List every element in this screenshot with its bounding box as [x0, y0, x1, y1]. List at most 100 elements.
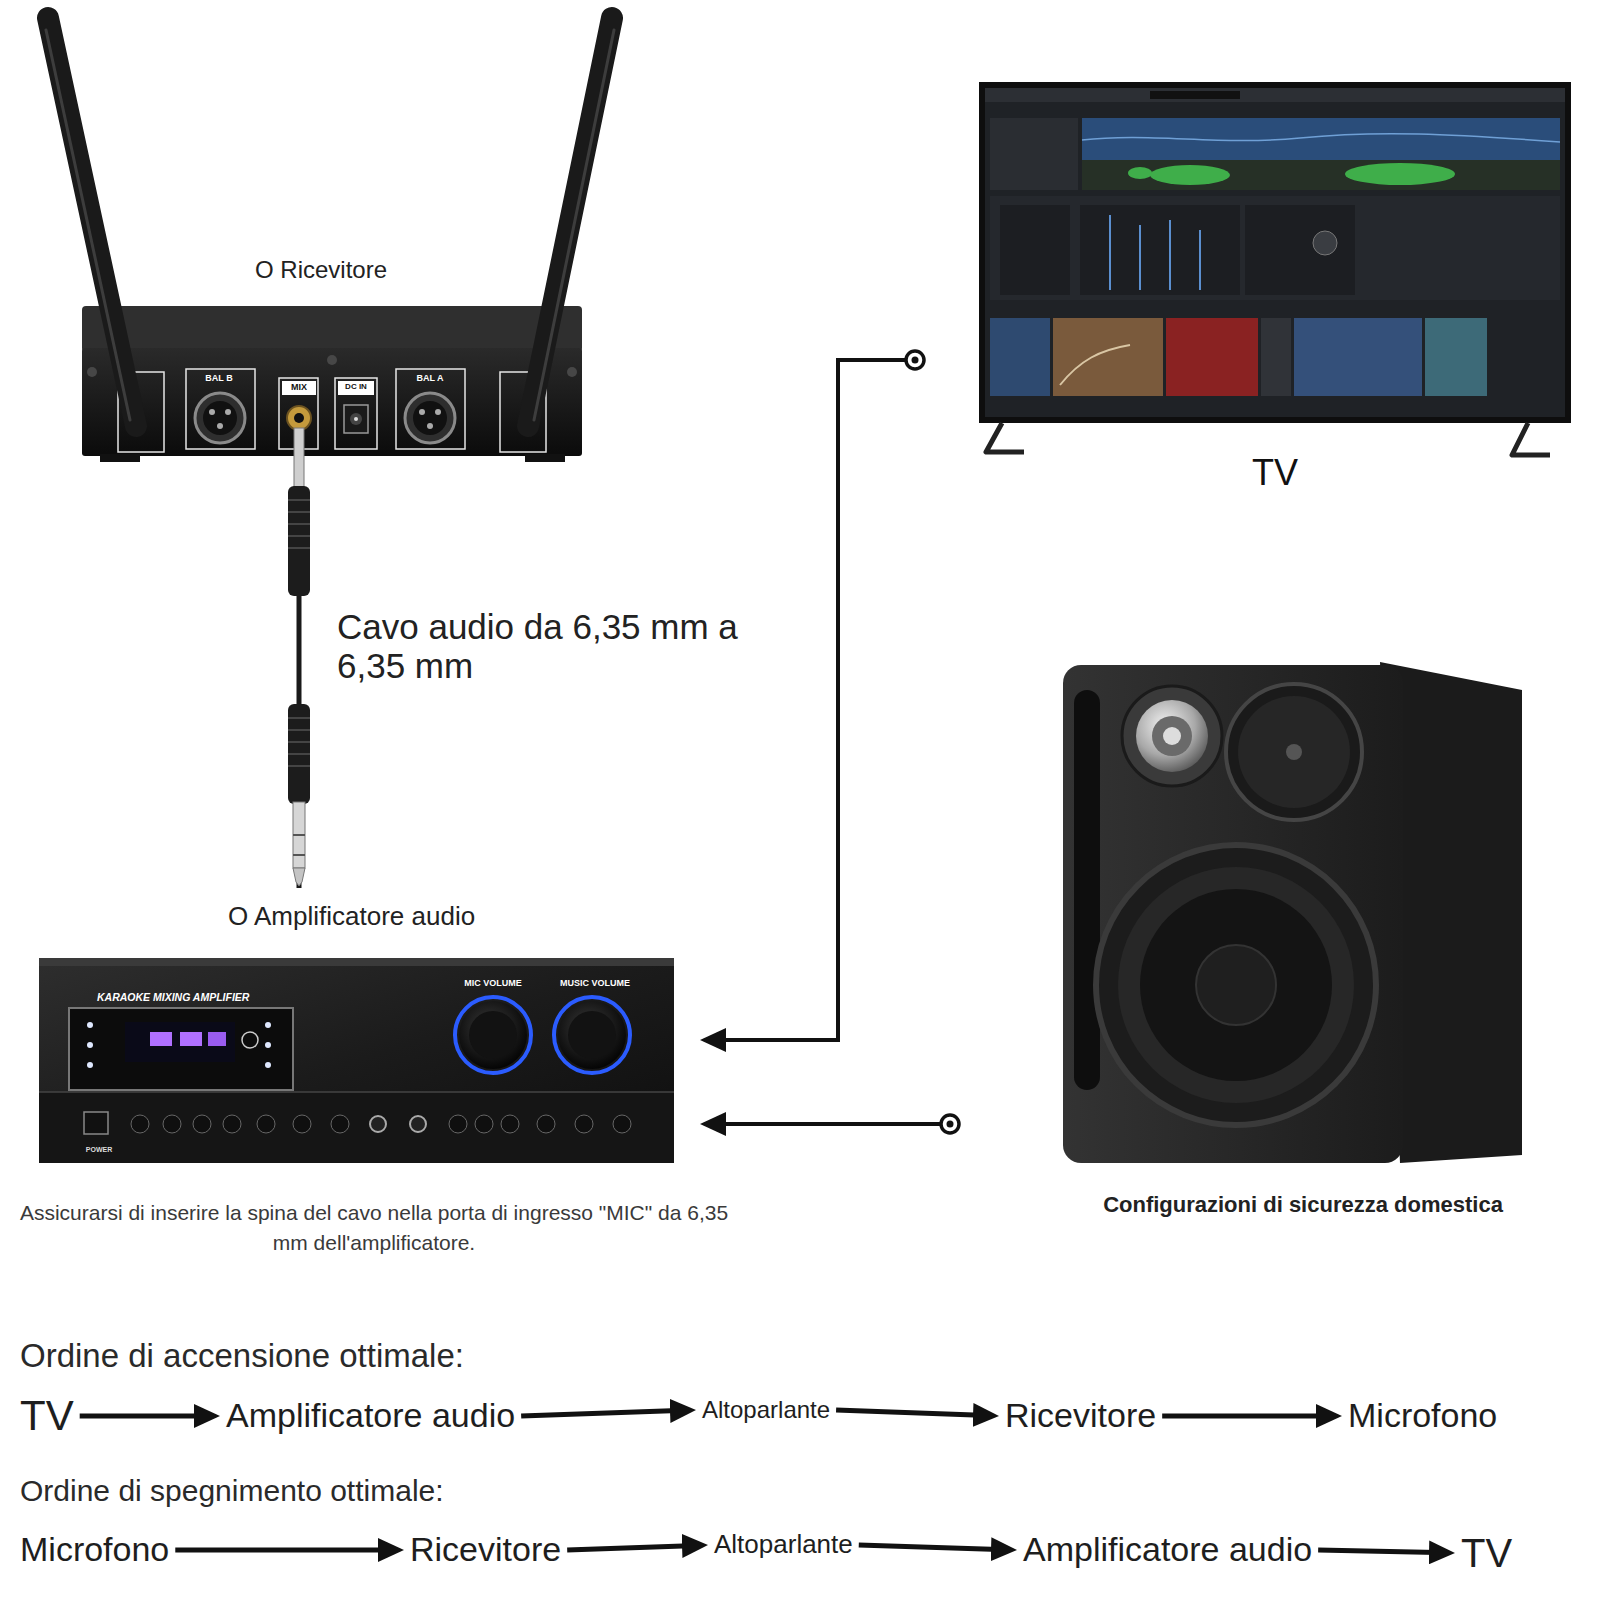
- cable-plug: [288, 511, 310, 513]
- television-illustration: [1109, 215, 1111, 290]
- amplifier-illustration: [39, 958, 674, 1163]
- receiver-illustration: [344, 405, 368, 433]
- sequence-step: TV: [14, 1390, 80, 1442]
- section-heading: Ordine di spegnimento ottimale:: [20, 1474, 720, 1509]
- receiver-illustration: [350, 413, 362, 425]
- television-illustration: [1128, 167, 1152, 179]
- receiver-illustration: [186, 369, 255, 449]
- install-note: Assicurarsi di inserire la spina del cav…: [4, 1198, 744, 1259]
- port-label: MIX: [282, 382, 316, 392]
- amplifier-illustration: [163, 1115, 181, 1133]
- node-label: Microfono: [20, 1530, 169, 1569]
- connector-terminal: [906, 351, 924, 369]
- node-label: Microfono: [1348, 1396, 1497, 1435]
- television-illustration: [1139, 225, 1141, 290]
- amplifier-illustration: [84, 1112, 108, 1134]
- television-illustration: [1261, 318, 1291, 396]
- receiver-illustration: [413, 401, 447, 435]
- amplifier-illustration: [208, 1032, 226, 1046]
- receiver-illustration: [203, 401, 237, 435]
- speaker-node: Configurazioni di sicurezza domestica: [950, 650, 1580, 1230]
- sequence-step: Microfono: [1342, 1394, 1503, 1437]
- television-illustration: [1245, 205, 1355, 295]
- connector-terminal: [941, 1115, 959, 1133]
- cable-plug: [288, 428, 310, 886]
- receiver-illustration: [338, 381, 374, 395]
- television-illustration: [1166, 318, 1258, 396]
- amplifier-illustration: [242, 1032, 258, 1048]
- speaker-illustration: [1063, 665, 1403, 1163]
- receiver-illustration: [528, 18, 612, 426]
- speaker-illustration: [1163, 727, 1181, 745]
- node-label: Ricevitore: [1005, 1396, 1156, 1435]
- amplifier-illustration: [501, 1115, 519, 1133]
- node-label: O Ricevitore: [255, 256, 475, 284]
- cable-plug: [288, 765, 310, 767]
- television-illustration: [1060, 345, 1130, 385]
- amplifier-illustration: [193, 1115, 211, 1133]
- amplifier-illustration: [257, 1115, 275, 1133]
- cable-plug: [288, 486, 310, 596]
- cable-plug: [293, 868, 305, 886]
- amplifier-illustration: [410, 1116, 426, 1132]
- receiver-illustration: [82, 348, 582, 456]
- section-heading: Ordine di accensione ottimale:: [20, 1337, 720, 1375]
- television-illustration: [1313, 231, 1337, 255]
- amplifier-illustration: [69, 1008, 293, 1090]
- television-illustration: [990, 318, 1050, 396]
- television-illustration: [990, 196, 1560, 300]
- receiver-illustration: [567, 367, 577, 377]
- amplifier-illustration: [39, 958, 674, 1163]
- receiver-illustration: [419, 409, 425, 415]
- television-illustration: [1345, 163, 1455, 185]
- panel-label: MUSIC VOLUME: [545, 978, 645, 988]
- connector-arrow: [718, 360, 915, 1040]
- amplifier-illustration: [87, 1022, 93, 1028]
- television-illustration: [1425, 318, 1487, 396]
- television-illustration: [1169, 220, 1171, 290]
- cable-plug: [288, 523, 310, 525]
- speaker-illustration: [1122, 686, 1222, 786]
- node-label: TV: [1225, 452, 1325, 493]
- node-label: TV: [1461, 1530, 1512, 1576]
- receiver-illustration: [335, 378, 377, 449]
- amplifier-illustration: [459, 1001, 527, 1069]
- amplifier-illustration: [39, 1091, 674, 1093]
- amplifier-illustration: [39, 958, 674, 966]
- connector-arrow: [1162, 1414, 1324, 1419]
- speaker-illustration: [1238, 696, 1350, 808]
- television-illustration: [985, 88, 1565, 417]
- speaker-illustration: [1118, 867, 1354, 1103]
- receiver-illustration: [405, 393, 455, 443]
- amplifier-illustration: [449, 1115, 467, 1133]
- cable-plug: [293, 802, 305, 868]
- receiver-illustration: [435, 409, 441, 415]
- node-label: Configurazioni di sicurezza domestica: [1043, 1192, 1563, 1217]
- cable-plug: [293, 854, 305, 856]
- connector-arrow: [521, 1411, 678, 1416]
- connector-arrow: [175, 1548, 386, 1553]
- receiver-illustration: [195, 393, 245, 443]
- cable-plug: [288, 729, 310, 731]
- connector-arrow: [1318, 1550, 1437, 1553]
- speaker-illustration: [1063, 662, 1522, 1163]
- amplifier-illustration: [331, 1115, 349, 1133]
- receiver-illustration: [87, 367, 97, 377]
- panel-label: MIC VOLUME: [448, 978, 538, 988]
- amplifier-illustration: [537, 1115, 555, 1133]
- amplifier-illustration: [568, 1011, 616, 1059]
- receiver-illustration: [46, 18, 614, 462]
- receiver-illustration: [282, 381, 316, 395]
- speaker-illustration: [1196, 945, 1276, 1025]
- television-illustration: [1053, 318, 1163, 396]
- sequence-step: Amplificatore audio: [1017, 1528, 1318, 1571]
- speaker-illustration: [1074, 690, 1100, 1090]
- receiver-illustration: [396, 369, 465, 449]
- cable-plug: [288, 704, 310, 804]
- receiver-illustration: [534, 30, 614, 420]
- speaker-illustration: [1286, 744, 1302, 760]
- node-label: TV: [20, 1392, 74, 1440]
- receiver-illustration: [354, 417, 358, 421]
- amplifier-illustration: [87, 1062, 93, 1068]
- speaker-illustration: [1096, 845, 1376, 1125]
